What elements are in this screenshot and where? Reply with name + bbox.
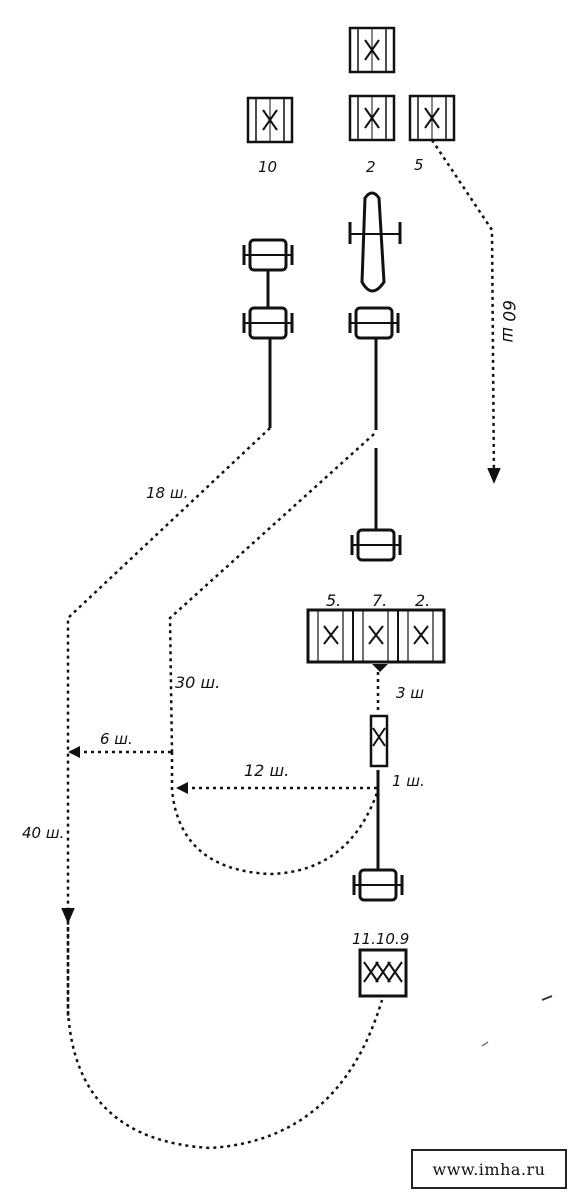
crate-team-2 xyxy=(348,94,396,142)
field-gun xyxy=(348,191,402,293)
label-3: 3 ш xyxy=(396,684,424,702)
crate-block xyxy=(306,608,446,664)
label-40: 40 ш. xyxy=(22,824,64,842)
crate-group-11-10-9 xyxy=(358,948,408,998)
label-team-10: 10 xyxy=(258,158,277,176)
center-cart xyxy=(348,306,400,340)
path-18-40 xyxy=(66,427,271,1020)
label-60: 60 ш xyxy=(498,300,518,343)
label-1: 1 ш. xyxy=(392,772,425,790)
label-block-2: 2. xyxy=(415,591,430,610)
label-team-5: 5 xyxy=(414,156,424,174)
crate-team-5 xyxy=(408,94,456,142)
crate-team-10 xyxy=(246,96,294,144)
left-cart-rear xyxy=(242,306,294,340)
label-team-2: 2 xyxy=(366,158,376,176)
label-block-7: 7. xyxy=(372,591,387,610)
bottom-cart xyxy=(352,868,404,902)
lower-cart xyxy=(350,528,402,562)
path-30 xyxy=(168,433,375,753)
label-30: 30 ш. xyxy=(175,673,220,692)
path-60 xyxy=(430,139,496,481)
path-loop-40 xyxy=(66,920,384,1150)
label-18: 18 ш. xyxy=(146,484,188,502)
left-cart-front xyxy=(242,238,294,272)
label-6: 6 ш. xyxy=(100,730,133,748)
label-group-11-10-9: 11.10.9 xyxy=(352,930,409,948)
crate-small xyxy=(369,714,389,768)
crate-top xyxy=(348,26,396,74)
label-12: 12 ш. xyxy=(244,761,289,780)
watermark: www.imha.ru xyxy=(411,1149,567,1189)
label-block-5: 5. xyxy=(326,591,341,610)
